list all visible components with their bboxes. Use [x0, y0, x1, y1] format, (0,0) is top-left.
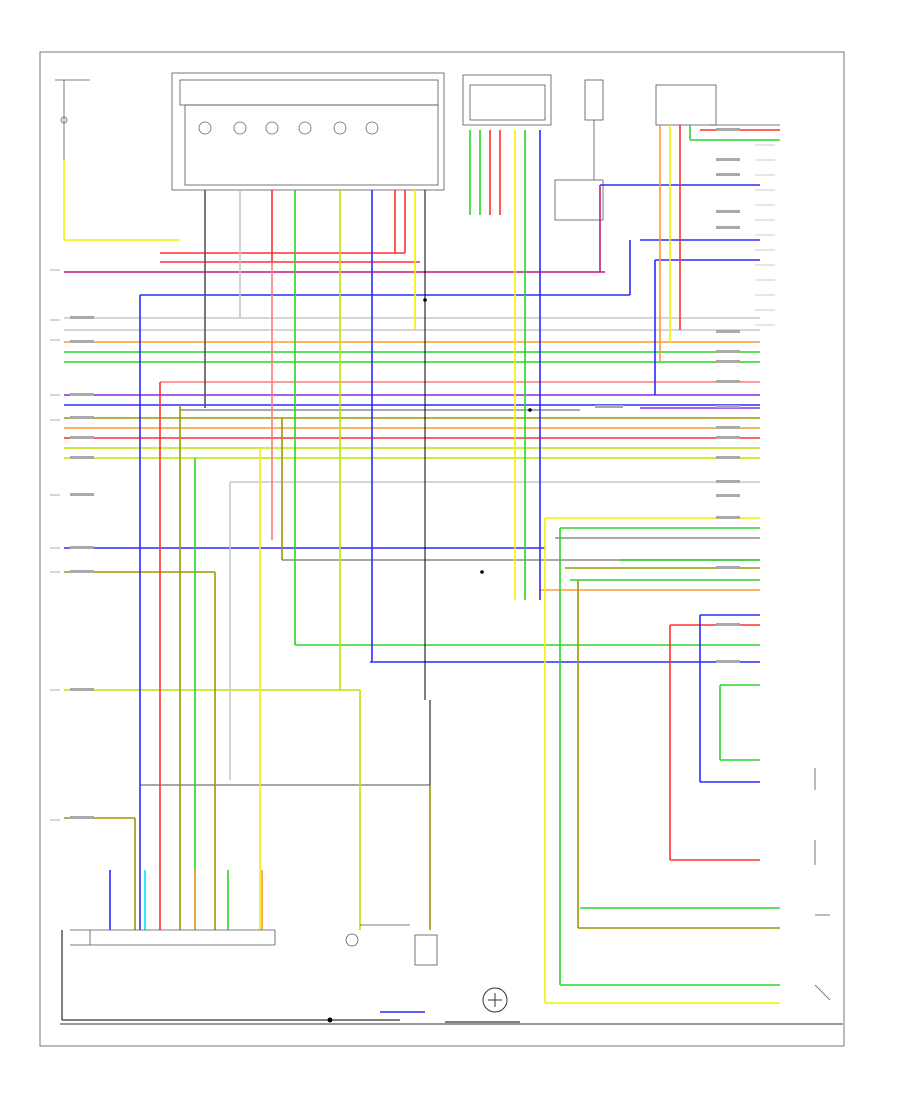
left-edge-ticks — [50, 269, 60, 821]
pin-label-marks — [70, 128, 740, 819]
horizontal-wires — [62, 129, 780, 1023]
diagram-border — [39, 51, 845, 1047]
ecm-connector — [655, 84, 780, 126]
relay-block — [171, 72, 445, 191]
lower-center-components — [345, 924, 438, 966]
junction-dot-icons — [327, 298, 532, 1023]
top-left-component — [55, 79, 90, 160]
fuse-component — [554, 79, 604, 221]
ecm-pin-ticks — [755, 129, 775, 326]
ground-icon — [482, 987, 508, 1013]
right-sensor-symbols — [814, 768, 831, 1001]
relay-contacts — [198, 121, 379, 135]
shift-switch-block — [462, 74, 552, 126]
vertical-wires — [61, 125, 721, 1020]
lower-left-connector — [70, 929, 276, 946]
